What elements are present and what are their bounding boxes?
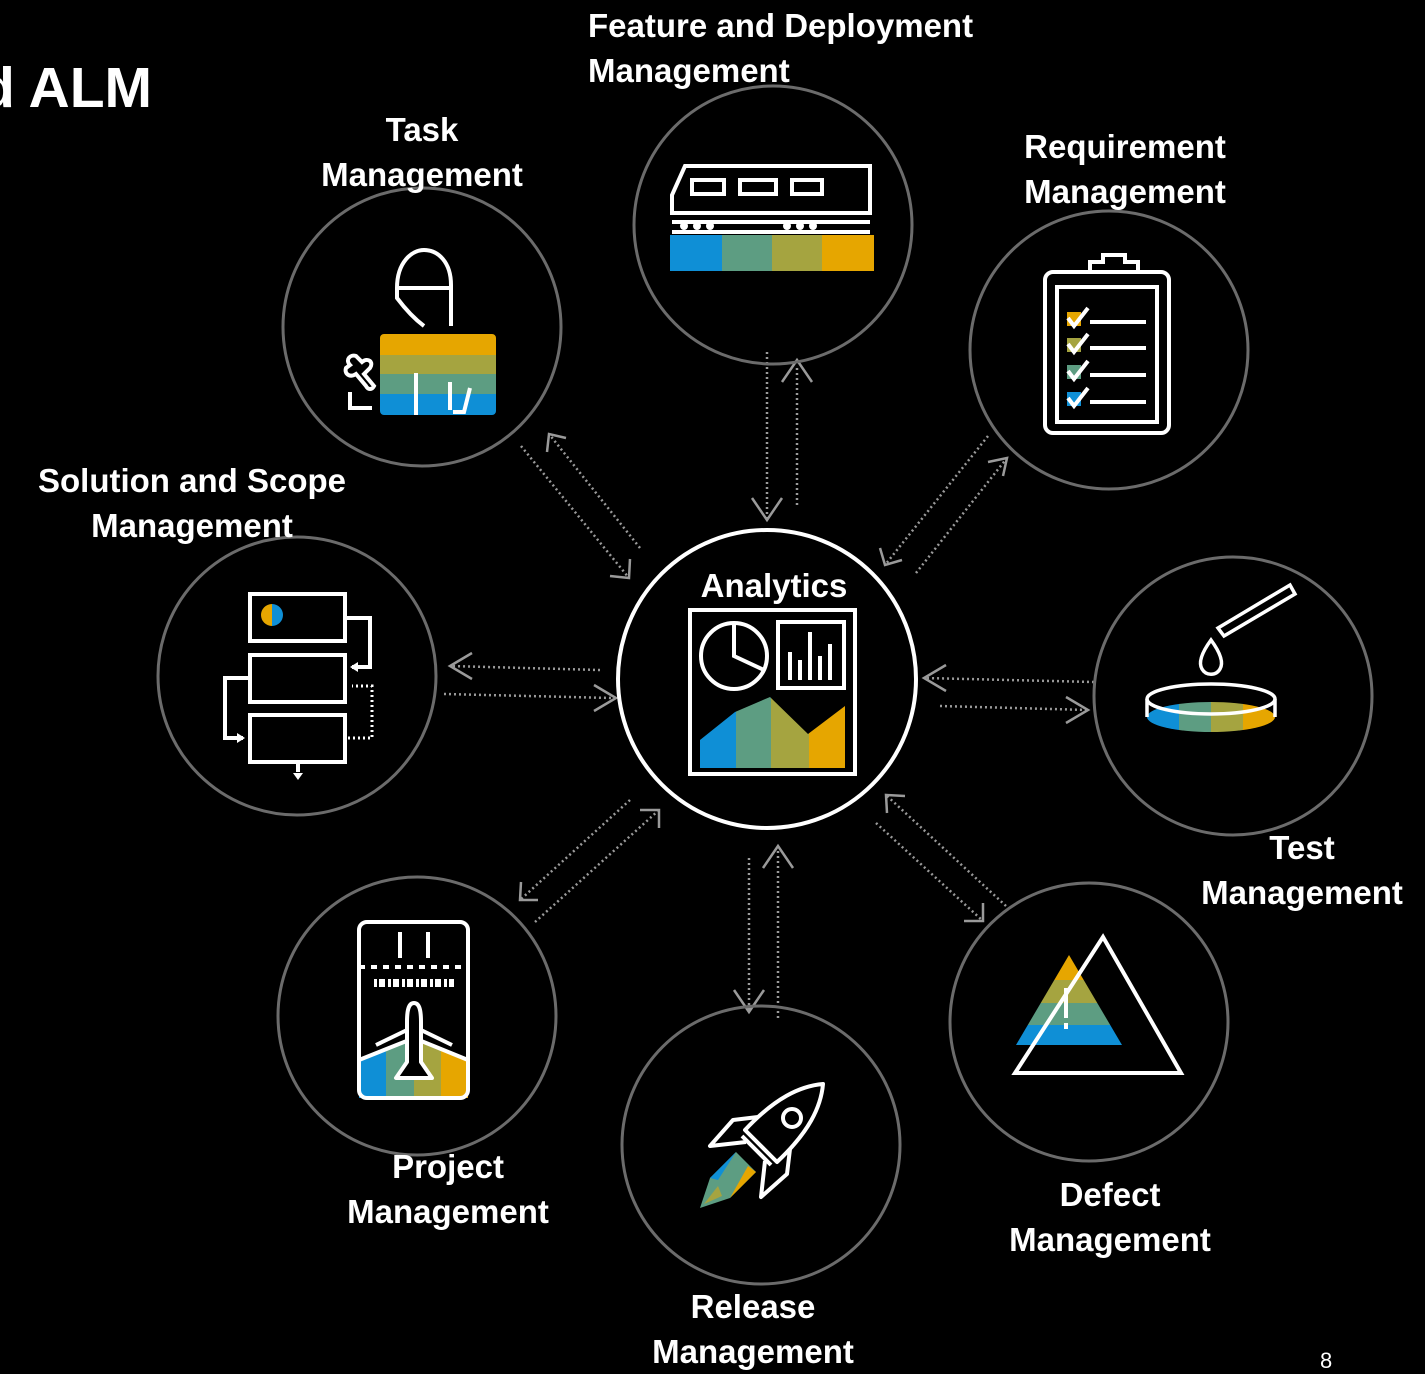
feature-node-circle	[632, 84, 914, 366]
rocket-icon	[700, 1082, 825, 1208]
arrow-project	[518, 799, 661, 923]
project-node-label: Project Management	[347, 1148, 549, 1230]
process-flow-icon	[223, 592, 374, 780]
petri-dish-dropper-icon	[1145, 582, 1298, 732]
task-node-label: Task Management	[321, 111, 523, 193]
warning-triangle-icon	[1011, 933, 1185, 1075]
analytics-label: Analytics	[700, 567, 848, 604]
arrow-test	[921, 663, 1095, 725]
arrow-defect	[875, 793, 1007, 923]
requirement-node-label: Requirement Management	[1024, 128, 1226, 210]
defect-node-circle	[948, 881, 1230, 1163]
worker-icon	[343, 247, 496, 415]
arrow-release	[732, 843, 795, 1018]
requirement-node-circle	[968, 209, 1250, 491]
arrow-feature	[750, 352, 814, 523]
feature-node-label: Feature and Deployment Management	[588, 7, 974, 89]
test-node-label: Test Management	[1201, 829, 1403, 911]
arrow-task	[520, 432, 641, 580]
task-node-circle	[281, 186, 563, 468]
solution-node-label: Solution and Scope Management	[37, 462, 346, 544]
test-node-circle	[1092, 555, 1374, 837]
boarding-pass-icon	[357, 920, 470, 1100]
release-node-label: Release Management	[652, 1288, 854, 1370]
arrow-requirement	[878, 435, 1009, 574]
center-label: Analytics	[674, 563, 874, 608]
project-node-circle	[276, 875, 558, 1157]
train-icon	[670, 164, 874, 271]
analytics-hub-circle	[616, 528, 918, 830]
page-number: 8	[1320, 1348, 1333, 1373]
clipboard-checklist-icon	[1043, 253, 1171, 435]
arrow-solution	[443, 651, 619, 713]
release-node-circle	[620, 1004, 902, 1286]
solution-node-circle	[156, 535, 438, 817]
slide-title: d ALM	[0, 56, 153, 120]
defect-node-label: Defect Management	[1009, 1176, 1211, 1258]
connector-arrows	[443, 352, 1095, 1018]
analytics-dashboard-icon	[688, 608, 857, 776]
